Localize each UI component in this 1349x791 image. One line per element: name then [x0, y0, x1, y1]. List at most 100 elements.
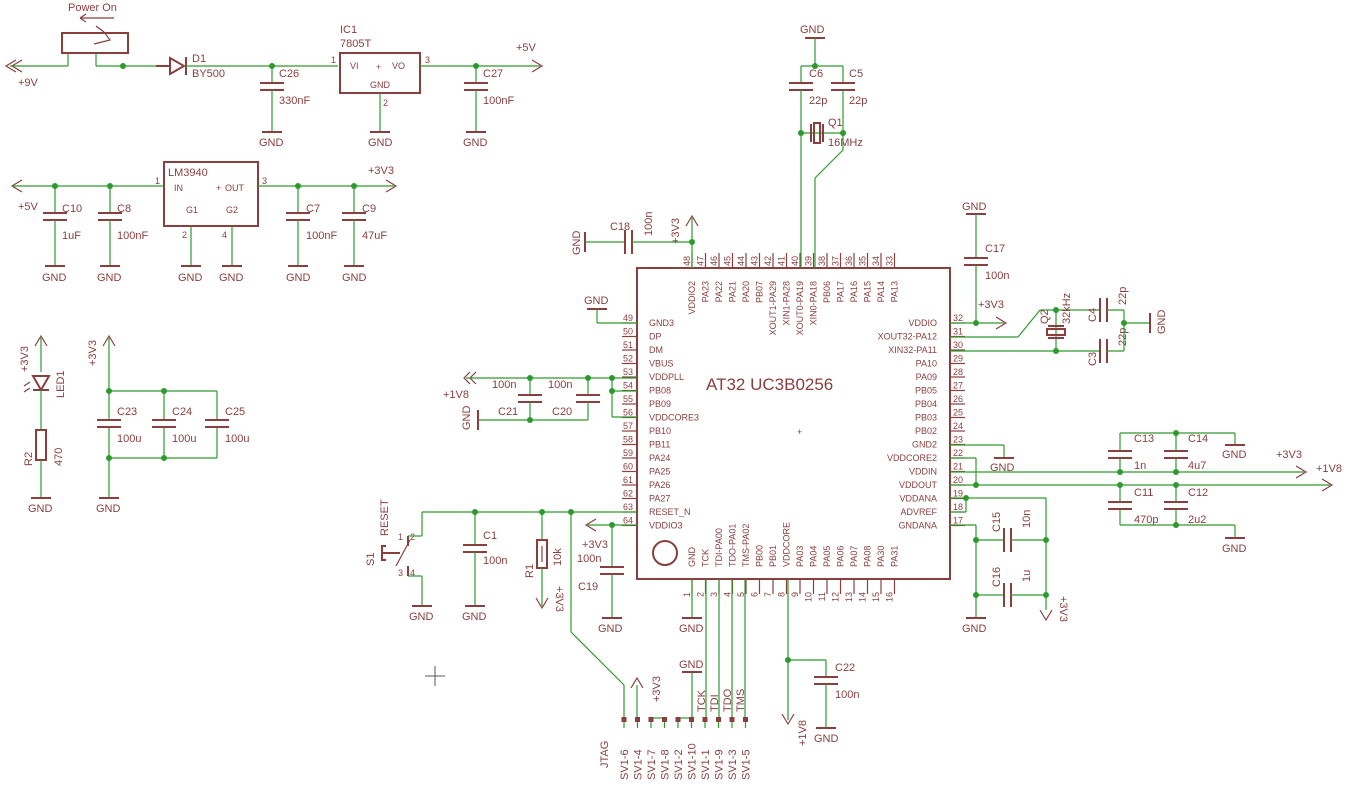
svg-text:C1: C1 [483, 530, 497, 542]
header-pin[interactable] [743, 717, 748, 722]
mcu-pin-number: 25 [953, 408, 963, 418]
power-switch[interactable] [61, 13, 129, 66]
svg-text:GND: GND [571, 231, 583, 256]
label-9v: +9V [18, 77, 39, 89]
header-pin[interactable] [621, 717, 627, 722]
mcu-pin-label: RESET_N [649, 507, 691, 517]
mcu-pin-number: 41 [777, 256, 787, 266]
svg-text:22p: 22p [809, 95, 827, 107]
mcu-pin-number: 20 [953, 475, 963, 485]
label-ic1-val: 7805T [340, 38, 371, 50]
power-input-section: +9V Power On D1 BY500 C26 330nF GND VI V… [4, 2, 544, 149]
svg-text:IN: IN [174, 183, 183, 193]
mcu-pin-label: VDDCORE3 [649, 413, 699, 423]
mcu-pin-number: 35 [858, 256, 868, 266]
header-pin[interactable] [675, 717, 681, 722]
header-pin-label: SV1-1 [700, 749, 712, 780]
mcu-pin-number: 61 [623, 475, 633, 485]
regulator-lm3940[interactable]: IN OUT + G1 G2 [163, 161, 259, 227]
reset-switch-s1[interactable] [381, 536, 411, 576]
svg-text:GND: GND [1222, 449, 1247, 461]
resistor-r2[interactable] [35, 429, 47, 461]
header-pin[interactable] [635, 717, 640, 722]
crystal-q2[interactable] [1046, 325, 1066, 339]
right-power-section: GND +1V8 +3V3 GND C13 1n C14 4u7 [950, 430, 1342, 635]
svg-text:GND: GND [461, 406, 473, 431]
regulator-ic1[interactable]: VI VO GND + [339, 52, 421, 94]
svg-text:22p: 22p [849, 95, 867, 107]
mcu-pin-label: VDDIO3 [649, 521, 683, 531]
mcu-pin-number: 56 [623, 408, 633, 418]
svg-text:1uF: 1uF [62, 230, 81, 242]
reset-section: RESET S1 1 2 3 4 GND C1 100n GND [365, 499, 637, 718]
mcu-at32uc3b0256[interactable]: + [636, 267, 951, 580]
header-pin[interactable] [716, 717, 721, 722]
svg-text:GND: GND [800, 24, 825, 36]
svg-text:G1: G1 [186, 205, 198, 215]
header-pin[interactable] [648, 717, 654, 722]
svg-text:GND: GND [42, 272, 67, 284]
mcu-pin-label: PA20 [741, 281, 751, 302]
svg-text:GND: GND [286, 272, 311, 284]
mcu-pin-label: GND [687, 547, 697, 568]
mcu-pin-number: 27 [953, 381, 963, 391]
mcu-pin-label: PA25 [649, 467, 670, 477]
crystal-32khz-section: Q2 32kHz C4 22p C3 22p GND [950, 287, 1168, 366]
svg-text:C16: C16 [991, 567, 1003, 587]
svg-text:3: 3 [262, 176, 267, 186]
mcu-pin-number: 50 [623, 327, 633, 337]
diode-d1[interactable] [156, 56, 187, 76]
mcu-pin-number: 21 [953, 462, 963, 472]
svg-text:GND: GND [679, 659, 704, 671]
mcu-pin-number: 8 [777, 592, 787, 597]
svg-text:GND: GND [462, 611, 487, 623]
resistor-r1[interactable] [536, 539, 548, 569]
svg-text:+3V3: +3V3 [670, 218, 682, 244]
svg-text:C14: C14 [1188, 433, 1208, 445]
svg-text:Q1: Q1 [828, 117, 843, 129]
mcu-pin-label: PB07 [755, 281, 765, 303]
header-pin[interactable] [729, 717, 735, 722]
svg-text:+3V3: +3V3 [1057, 596, 1069, 622]
led1[interactable] [23, 375, 51, 393]
mcu-pin-number: 3 [709, 592, 719, 597]
mcu-pin-label: XIN1-PA28 [782, 281, 792, 325]
mcu-pin-number: 58 [623, 435, 633, 445]
header-pin[interactable] [662, 717, 667, 722]
svg-text:+1V8: +1V8 [1316, 463, 1342, 475]
label-ic1: IC1 [340, 24, 357, 36]
mcu-pin-label: PB11 [649, 440, 670, 450]
svg-text:100n: 100n [483, 555, 507, 567]
svg-text:+3V3: +3V3 [651, 676, 663, 702]
mcu-pin-number: 54 [623, 381, 633, 391]
svg-text:+3V3: +3V3 [582, 539, 608, 551]
svg-text:GND: GND [370, 80, 391, 90]
mcu-pin-number: 14 [858, 592, 868, 602]
svg-text:100n: 100n [835, 689, 859, 701]
svg-text:GND: GND [409, 611, 434, 623]
svg-text:C4: C4 [1087, 308, 1099, 322]
svg-text:16MHz: 16MHz [828, 137, 863, 149]
svg-text:+3V3: +3V3 [87, 340, 99, 366]
header-pin[interactable] [702, 717, 708, 722]
svg-text:100n: 100n [643, 212, 655, 236]
mcu-pin-number: 55 [623, 394, 633, 404]
mcu-pin-number: 31 [953, 327, 963, 337]
mcu-pin-number: 1 [682, 592, 692, 597]
mcu-pin-label: PA03 [795, 546, 805, 567]
mcu-pin-label: PA07 [849, 546, 859, 567]
svg-text:C5: C5 [849, 68, 863, 80]
crystal-q1[interactable] [810, 122, 824, 144]
svg-text:LED1: LED1 [55, 370, 67, 398]
svg-text:32kHz: 32kHz [1061, 293, 1073, 324]
header-pin[interactable] [689, 717, 694, 722]
svg-text:C11: C11 [1134, 487, 1153, 499]
mcu-pin-label: PA15 [863, 281, 873, 302]
svg-text:G2: G2 [226, 205, 238, 215]
header-pin-label: SV1-5 [741, 749, 753, 780]
mcu-pin-number: 15 [871, 592, 881, 602]
svg-text:+: + [216, 183, 221, 193]
